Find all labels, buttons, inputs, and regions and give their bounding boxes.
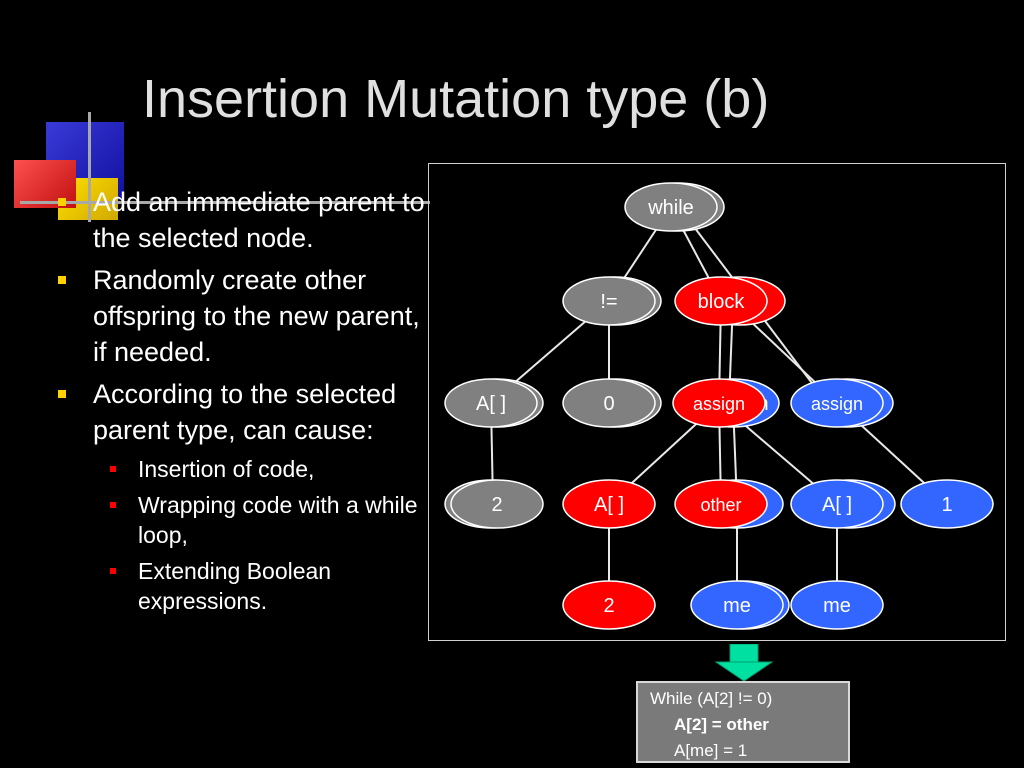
sub-bullet-text: Extending Boolean expressions.	[138, 558, 332, 614]
sub-bullet-marker	[110, 502, 116, 508]
tree-node-ellipse	[624, 182, 718, 232]
tree-node-one: 1	[900, 479, 994, 529]
bullet-text: Randomly create other offspring to the n…	[93, 265, 420, 367]
tree-node-label: 2	[491, 494, 502, 516]
sub-bullet-marker	[110, 568, 116, 574]
bullet-text: Add an immediate parent to the selected …	[93, 187, 425, 253]
tree-node-label: while	[647, 197, 694, 219]
tree-node-label: me	[723, 595, 751, 617]
decor-vertical-line	[88, 112, 91, 222]
tree-node-ellipse	[790, 479, 884, 529]
slide-title: Insertion Mutation type (b)	[142, 69, 770, 129]
sub-bullet-item: Wrapping code with a while loop,	[52, 490, 432, 550]
tree-node-ellipse	[450, 479, 544, 529]
tree-node-label: assign	[693, 394, 745, 414]
tree-node-label: 1	[941, 494, 952, 516]
tree-node-ellipse	[790, 580, 884, 630]
tree-node-assign-blue: assign	[790, 378, 884, 428]
tree-node-label: 0	[603, 393, 614, 415]
tree-node-assign-red: assign	[672, 378, 766, 428]
tree-node-label: 2	[603, 595, 614, 617]
tree-node-label: A[ ]	[822, 494, 852, 516]
tree-node-label: A[ ]	[476, 393, 506, 415]
code-line-assign-other: A[2] = other	[674, 715, 769, 734]
down-arrow-icon	[714, 644, 774, 682]
tree-node-arr-red: A[ ]	[562, 479, 656, 529]
bullet-list: Add an immediate parent to the selected …	[52, 184, 432, 622]
tree-node-label: !=	[600, 291, 617, 313]
bullet-marker	[58, 276, 66, 284]
tree-node-arr1: A[ ]	[444, 378, 538, 428]
tree-node-neq: !=	[562, 276, 656, 326]
tree-node-ellipse	[790, 378, 884, 428]
code-line-assign-one: A[me] = 1	[674, 741, 748, 760]
sub-bullet-text: Insertion of code,	[138, 456, 315, 482]
tree-node-ellipse	[562, 378, 656, 428]
tree-node-zero: 0	[562, 378, 656, 428]
tree-node-arr-blue: A[ ]	[790, 479, 884, 529]
bullet-marker	[58, 198, 66, 206]
bullet-text: According to the selected parent type, c…	[93, 379, 397, 445]
tree-node-label: me	[823, 595, 851, 617]
bullet-item: Randomly create other offspring to the n…	[52, 262, 432, 370]
tree-node-ellipse	[562, 479, 656, 529]
tree-node-ellipse	[690, 580, 784, 630]
bullet-item: Add an immediate parent to the selected …	[52, 184, 432, 256]
tree-node-ellipse	[900, 479, 994, 529]
tree-node-ellipse	[674, 276, 768, 326]
code-snippet-box: While (A[2] != 0) A[2] = other A[me] = 1	[636, 681, 850, 763]
tree-node-two-red: 2	[562, 580, 656, 630]
tree-node-ellipse	[672, 378, 766, 428]
bullet-item: According to the selected parent type, c…	[52, 376, 432, 448]
tree-node-while: while	[624, 182, 718, 232]
tree-node-block: block	[674, 276, 768, 326]
tree-node-ellipse	[444, 378, 538, 428]
bullet-marker	[58, 390, 66, 398]
tree-node-label: assign	[811, 394, 863, 414]
tree-node-ellipse	[674, 479, 768, 529]
sub-bullet-item: Insertion of code,	[52, 454, 432, 484]
tree-node-other: other	[674, 479, 768, 529]
tree-node-ellipse	[562, 276, 656, 326]
tree-node-two-gray: 2	[450, 479, 544, 529]
tree-node-label: other	[700, 495, 741, 515]
tree-node-ellipse	[562, 580, 656, 630]
decor-horizontal-line	[20, 201, 430, 204]
tree-node-me1: me	[690, 580, 784, 630]
code-line-while: While (A[2] != 0)	[650, 689, 773, 708]
tree-node-label: block	[698, 291, 746, 313]
sub-bullet-text: Wrapping code with a while loop,	[138, 492, 418, 548]
tree-node-me2: me	[790, 580, 884, 630]
tree-node-label: A[ ]	[594, 494, 624, 516]
sub-bullet-item: Extending Boolean expressions.	[52, 556, 432, 616]
sub-bullet-marker	[110, 466, 116, 472]
